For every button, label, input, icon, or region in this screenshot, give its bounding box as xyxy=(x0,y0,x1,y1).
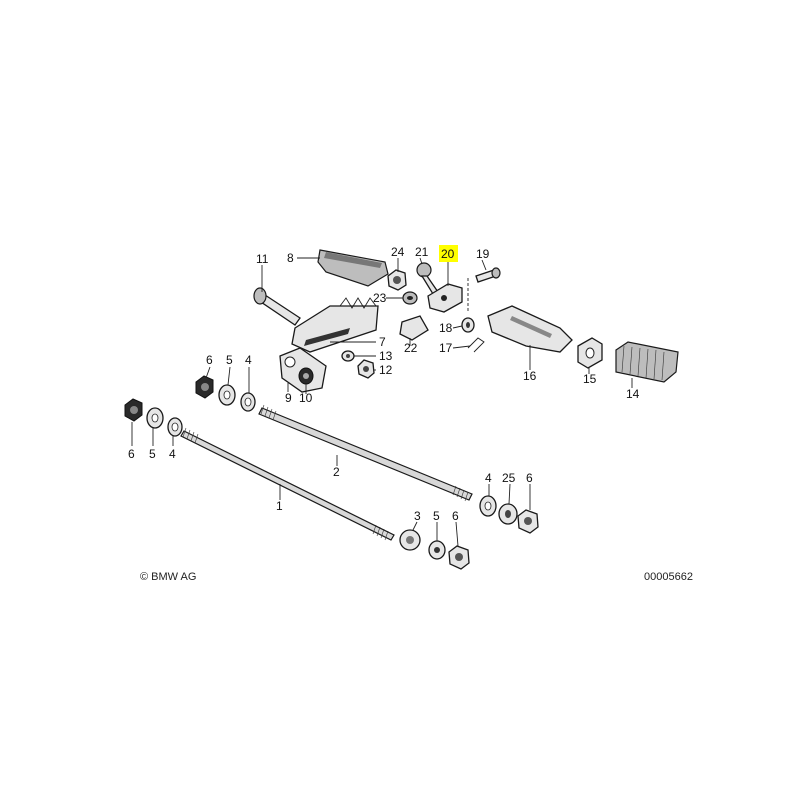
callout-20: 20 xyxy=(441,247,455,261)
rod-1 xyxy=(180,427,395,541)
callout-13: 13 xyxy=(379,349,393,363)
bracket-22 xyxy=(399,315,429,341)
callout-8: 8 xyxy=(287,251,294,265)
callout-6-left-lower: 6 xyxy=(128,447,135,461)
callout-4-left-upper: 4 xyxy=(245,353,252,367)
nut-6-left-upper xyxy=(195,375,214,399)
washer-13 xyxy=(341,350,355,362)
bushing-23 xyxy=(402,291,418,305)
washer-4-left-lower xyxy=(167,417,183,437)
callout-21: 21 xyxy=(415,245,429,259)
callout-5-right: 5 xyxy=(433,509,440,523)
callout-14: 14 xyxy=(626,387,640,401)
callout-labels: 11 8 24 21 20 19 23 18 22 17 16 15 14 7 … xyxy=(128,245,640,523)
footrest-16 xyxy=(487,305,573,353)
callout-22: 22 xyxy=(404,341,418,355)
washer-18 xyxy=(461,317,475,333)
callout-3: 3 xyxy=(414,509,421,523)
callout-4-left-lower: 4 xyxy=(169,447,176,461)
washer-5-left-upper xyxy=(218,384,236,406)
callout-10: 10 xyxy=(299,391,313,405)
bushing-15 xyxy=(577,337,603,369)
callout-11: 11 xyxy=(256,252,269,266)
callout-5-left-upper: 5 xyxy=(226,353,233,367)
washer-4-left-upper xyxy=(240,392,256,412)
callout-24: 24 xyxy=(391,245,405,259)
callout-12: 12 xyxy=(379,363,393,377)
rubber-8 xyxy=(317,249,389,287)
callout-9: 9 xyxy=(285,391,292,405)
nut-6-left-lower xyxy=(124,398,143,422)
bolt-11 xyxy=(253,287,301,326)
callout-15: 15 xyxy=(583,372,597,386)
copyright-text: © BMW AG xyxy=(140,571,196,583)
callout-23: 23 xyxy=(373,291,387,305)
washer-5-right-lower xyxy=(428,540,446,560)
nut-24 xyxy=(387,269,407,291)
rod-2 xyxy=(258,404,473,502)
callout-7: 7 xyxy=(379,335,386,349)
callout-6-left-upper: 6 xyxy=(206,353,213,367)
washer-4-right-upper xyxy=(479,495,497,517)
bushing-10 xyxy=(298,367,314,385)
leader-lines xyxy=(131,257,633,547)
nut-6-right-upper xyxy=(517,509,539,534)
clip-17 xyxy=(467,337,485,353)
washer-5-left-lower xyxy=(146,407,164,429)
ball-21 xyxy=(416,262,439,295)
callout-6-right-lower: 6 xyxy=(452,509,459,523)
bracket-7 xyxy=(291,297,379,353)
callout-25: 25 xyxy=(502,471,516,485)
callout-16: 16 xyxy=(523,369,537,383)
washer-25 xyxy=(498,503,518,525)
diagram-number: 00005662 xyxy=(644,571,693,583)
callout-18: 18 xyxy=(439,321,453,335)
callout-17: 17 xyxy=(439,341,453,355)
nut-12 xyxy=(357,359,375,379)
rubber-14 xyxy=(615,341,679,383)
nut-6-right-lower xyxy=(448,545,470,570)
callout-2: 2 xyxy=(333,465,340,479)
washer-3 xyxy=(399,529,421,551)
callout-4-right: 4 xyxy=(485,471,492,485)
callout-19: 19 xyxy=(476,247,490,261)
bolt-19 xyxy=(475,267,501,283)
callout-1: 1 xyxy=(276,499,283,513)
callout-6-right-upper: 6 xyxy=(526,471,533,485)
highlight-20 xyxy=(439,245,458,262)
callout-5-left-lower: 5 xyxy=(149,447,156,461)
